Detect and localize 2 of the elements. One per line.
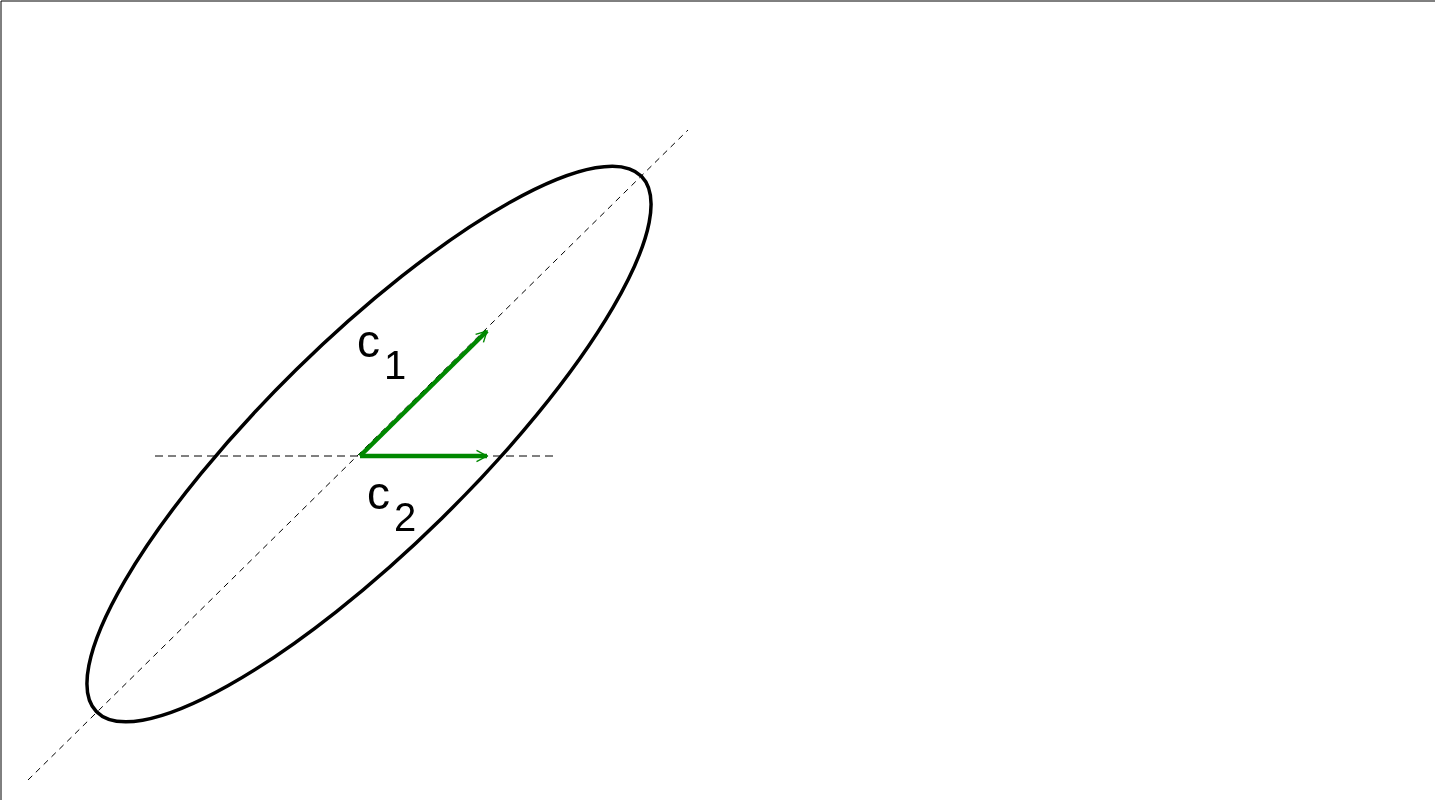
vector-label: c$_{1}$	[357, 318, 407, 385]
vector-label: c$_{2}$	[367, 470, 417, 537]
